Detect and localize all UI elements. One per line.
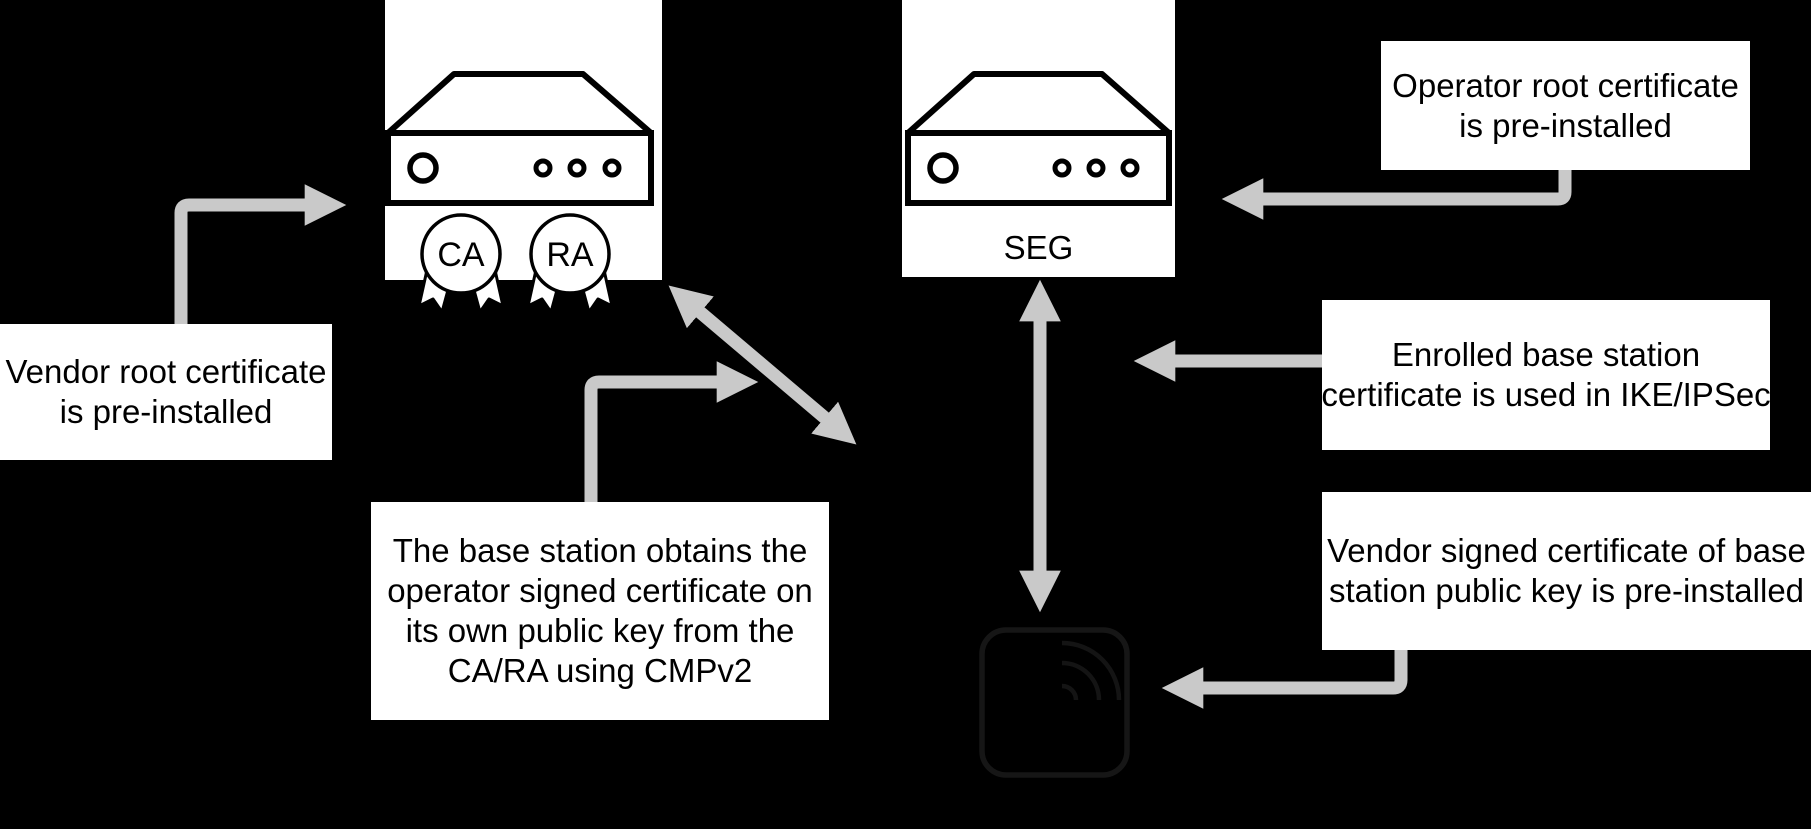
arrow-vendor-signed-to-base-station [1161,648,1408,709]
callout-text: is pre-installed [1459,106,1672,144]
cmpv2-callout: The base station obtains the operator si… [371,502,829,720]
arrow-operator-root-to-seg [1221,168,1572,220]
callout-text: Vendor root certificate [5,353,327,390]
callout-text: is pre-installed [59,393,273,430]
callout-text: station public key is pre-installed [1328,572,1805,609]
enrolled-cert-callout: Enrolled base station certificate is use… [1321,300,1771,450]
arrow-ca-ra-base-station-double [668,285,857,445]
seg-label: SEG [1003,229,1074,266]
operator-root-callout: Operator root certificate is pre-install… [1381,41,1750,170]
vendor-root-callout: Vendor root certificate is pre-installed [0,324,332,460]
callout-text: Operator root certificate [1392,66,1739,104]
vendor-signed-callout: Vendor signed certificate of base statio… [1322,492,1811,650]
callout-text: CA/RA using CMPv2 [447,652,753,689]
callout-text: its own public key from the [405,612,795,649]
arrow-cmpv2-to-link [584,361,759,504]
arrow-vendor-root-to-ca-ra [174,184,347,326]
callout-text: Enrolled base station [1391,336,1701,373]
callout-text: The base station obtains the [392,532,808,569]
callout-text: operator signed certificate on [387,572,813,609]
callout-text: certificate is used in IKE/IPSec [1321,376,1771,413]
ca-ra-server-card [385,0,662,280]
callout-text: Vendor signed certificate of base [1327,532,1806,569]
